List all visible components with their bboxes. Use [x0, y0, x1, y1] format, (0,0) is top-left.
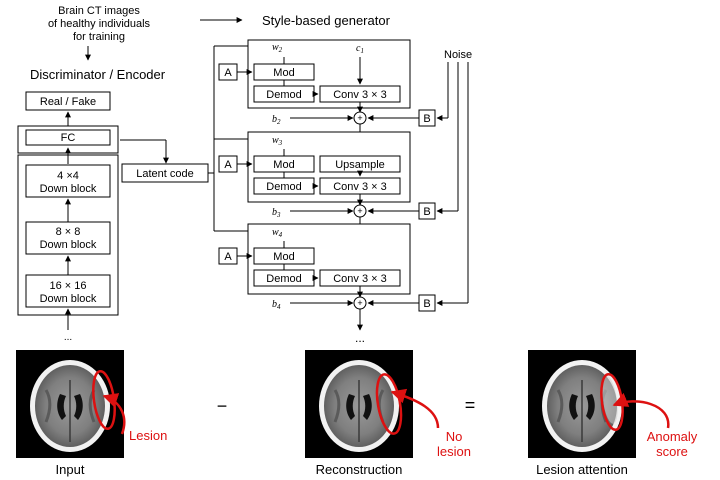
anomaly-arrow [612, 392, 670, 429]
b-box-3-label: B [423, 298, 430, 310]
c1-label: c1 [356, 43, 364, 55]
anomaly-note-2: score [656, 444, 688, 459]
down-block-4x4 [25, 164, 111, 198]
plus-sign-1: + [357, 113, 362, 123]
anomaly-note-1: Anomaly [647, 429, 698, 444]
w4-label: w4 [272, 227, 283, 239]
down-block-16x16-res: 16 × 16 [49, 280, 86, 292]
mod-label-3: Mod [273, 251, 294, 263]
input-caption: Input [56, 462, 85, 477]
plus-sign-2: + [357, 206, 362, 216]
conv-label-2: Conv 3 × 3 [333, 181, 387, 193]
fc-box [25, 129, 111, 146]
w3-label: w3 [272, 135, 283, 147]
w2-label: w2 [272, 42, 283, 54]
discriminator-title: Discriminator / Encoder [30, 67, 166, 82]
lesion-arrow [102, 393, 126, 435]
real-fake-label: Real / Fake [40, 96, 96, 108]
demod-label-1: Demod [266, 89, 301, 101]
mod-label-2: Mod [273, 159, 294, 171]
a-box-2-label: A [224, 159, 232, 171]
input-scan [14, 348, 126, 460]
input-caption-line-2: of healthy individuals [48, 18, 151, 30]
mod-label-1: Mod [273, 67, 294, 79]
down-block-8x8-res: 8 × 8 [56, 226, 81, 238]
b-box-2-label: B [423, 206, 430, 218]
minus-sign: − [217, 396, 228, 416]
a-box-1-label: A [224, 67, 232, 79]
lesion-attention-caption: Lesion attention [536, 462, 628, 477]
down-block-8x8 [25, 221, 111, 255]
reconstruction-caption: Reconstruction [316, 462, 403, 477]
b3-label: b3 [272, 207, 281, 219]
input-caption-line-1: Brain CT images [58, 5, 140, 17]
demod-label-3: Demod [266, 273, 301, 285]
a-box-3-label: A [224, 251, 232, 263]
no-lesion-note-2: lesion [437, 444, 471, 459]
down-block-4x4-res: 4 ×4 [57, 170, 79, 182]
b-box-1-label: B [423, 113, 430, 125]
encoder-ellipsis: ... [64, 332, 72, 343]
conv-label-3: Conv 3 × 3 [333, 273, 387, 285]
b4-label: b4 [272, 299, 281, 311]
down-block-16x16-label: Down block [40, 293, 97, 305]
generator-title: Style-based generator [262, 13, 391, 28]
real-fake-box [25, 91, 111, 111]
no-lesion-arrow [390, 388, 440, 429]
reconstruction-scan [303, 348, 415, 460]
input-caption-line-3: for training [73, 31, 125, 43]
lesion-note: Lesion [129, 428, 167, 443]
no-lesion-note-1: No [446, 429, 463, 444]
noise-label: Noise [444, 49, 472, 61]
equals-sign: = [465, 395, 476, 415]
conv-label-1: Conv 3 × 3 [333, 89, 387, 101]
plus-sign-3: + [357, 298, 362, 308]
upsample-label: Upsample [335, 159, 385, 171]
fc-label: FC [61, 132, 76, 144]
latent-code-label: Latent code [136, 168, 194, 180]
down-block-8x8-label: Down block [40, 239, 97, 251]
b2-label: b2 [272, 114, 281, 126]
down-block-4x4-label: Down block [40, 183, 97, 195]
generator-ellipsis: ... [355, 331, 365, 345]
demod-label-2: Demod [266, 181, 301, 193]
down-block-16x16 [25, 274, 111, 308]
